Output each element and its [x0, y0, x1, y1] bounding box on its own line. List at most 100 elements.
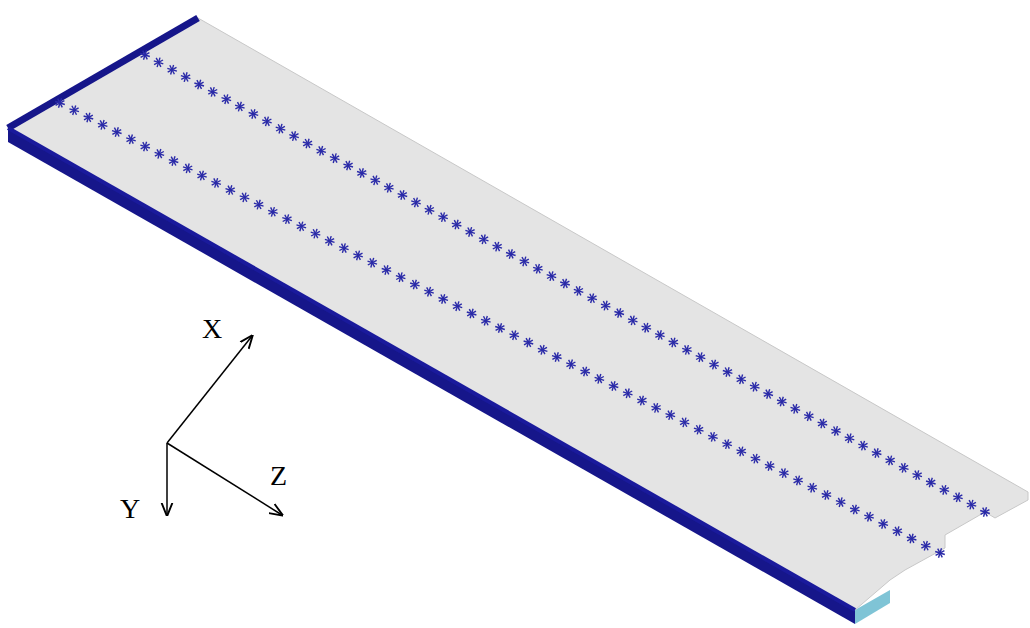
constraint-symbol — [737, 377, 746, 382]
constraint-symbol — [538, 347, 547, 352]
constraint-symbol — [609, 384, 618, 389]
constraint-symbol — [311, 231, 320, 236]
constraint-symbol — [818, 421, 827, 426]
constraint-symbol — [913, 473, 922, 478]
constraint-symbol — [479, 237, 488, 242]
constraint-symbol — [588, 296, 597, 301]
constraint-symbol — [907, 536, 916, 541]
constraint-symbol — [226, 188, 235, 193]
constraint-symbol — [155, 152, 164, 157]
constraint-symbol — [940, 488, 949, 493]
constraint-symbol — [652, 406, 661, 411]
constraint-symbol — [696, 355, 705, 360]
constraint-symbol — [357, 171, 366, 176]
constraint-symbol — [547, 274, 556, 279]
constraint-symbol — [467, 311, 476, 316]
constraint-symbol — [452, 222, 461, 227]
constraint-symbol — [410, 282, 419, 287]
constraint-symbol — [269, 210, 278, 215]
constraint-symbol — [297, 224, 306, 229]
constraint-symbol — [751, 456, 760, 461]
constraint-symbol — [936, 551, 945, 556]
constraint-symbol — [439, 297, 448, 302]
constraint-symbol — [84, 115, 93, 120]
constraint-symbol — [396, 275, 405, 280]
constraint-symbol — [872, 451, 881, 456]
constraint-symbol — [496, 326, 505, 331]
constraint-symbol — [330, 156, 339, 161]
axis-arrow — [166, 443, 168, 515]
constraint-symbol — [263, 119, 272, 124]
constraint-symbol — [339, 246, 348, 251]
support-edge — [8, 18, 198, 128]
support-edge — [8, 128, 855, 610]
constraint-symbol — [276, 126, 285, 131]
constraint-symbol — [567, 362, 576, 367]
constraint-symbol — [240, 195, 249, 200]
constraint-symbol — [70, 108, 79, 113]
constraint-symbol — [954, 495, 963, 500]
constraint-symbol — [154, 60, 163, 65]
constraint-symbol — [98, 122, 107, 127]
constraint-symbol — [112, 130, 121, 135]
constraint-symbol — [836, 500, 845, 505]
constraint-symbol — [222, 97, 231, 102]
constraint-symbol — [777, 399, 786, 404]
constraint-symbol — [601, 303, 610, 308]
constraint-symbol — [822, 493, 831, 498]
constraint-symbol — [317, 149, 326, 154]
constraint-symbol — [168, 67, 177, 72]
constraint-symbol — [595, 377, 604, 382]
constraint-symbol — [574, 289, 583, 294]
axis-label: Z — [270, 462, 287, 490]
constraint-symbol — [398, 193, 407, 198]
axis-label: Y — [120, 495, 140, 523]
constraint-rows — [55, 50, 990, 558]
constraint-symbol — [921, 543, 930, 548]
constraint-symbol — [141, 53, 150, 58]
constraint-symbol — [750, 384, 759, 389]
constraint-symbol — [779, 471, 788, 476]
constraint-symbol — [804, 414, 813, 419]
constraint-symbol — [466, 230, 475, 235]
constraint-symbol — [212, 181, 221, 186]
constraint-symbol — [967, 502, 976, 507]
constraint-symbol — [808, 485, 817, 490]
constraint-symbol — [615, 311, 624, 316]
constraint-symbol — [886, 458, 895, 463]
constraint-symbol — [195, 82, 204, 87]
constraint-symbol — [865, 514, 874, 519]
constraint-symbol — [710, 362, 719, 367]
constraint-symbol — [56, 101, 65, 106]
constraint-symbol — [290, 134, 299, 139]
constraint-symbol — [384, 185, 393, 190]
constraint-symbol — [453, 304, 462, 309]
constraint-symbol — [254, 202, 263, 207]
axis-arrow — [167, 443, 282, 515]
constraint-symbol — [354, 253, 363, 258]
constraint-symbol — [709, 435, 718, 440]
constraint-symbol — [723, 442, 732, 447]
constraint-symbol — [493, 244, 502, 249]
constraint-symbol — [520, 259, 529, 264]
constraint-symbol — [425, 289, 434, 294]
constraint-symbol — [791, 407, 800, 412]
constraint-symbol — [926, 480, 935, 485]
constraint-symbol — [981, 510, 990, 515]
constraint-symbol — [534, 266, 543, 271]
constraint-symbol — [382, 268, 391, 273]
axis-arrow — [167, 336, 252, 443]
constraint-symbol — [666, 413, 675, 418]
constraint-symbol — [669, 340, 678, 345]
constraint-symbol — [325, 239, 334, 244]
constraint-symbol — [481, 318, 490, 323]
constraint-symbol — [638, 398, 647, 403]
constraint-symbol — [764, 392, 773, 397]
constraint-symbol — [581, 369, 590, 374]
constraint-symbol — [723, 370, 732, 375]
plate-surface — [8, 18, 1028, 610]
constraint-symbol — [181, 75, 190, 80]
constraint-symbol — [850, 507, 859, 512]
constraint-symbol — [368, 260, 377, 265]
